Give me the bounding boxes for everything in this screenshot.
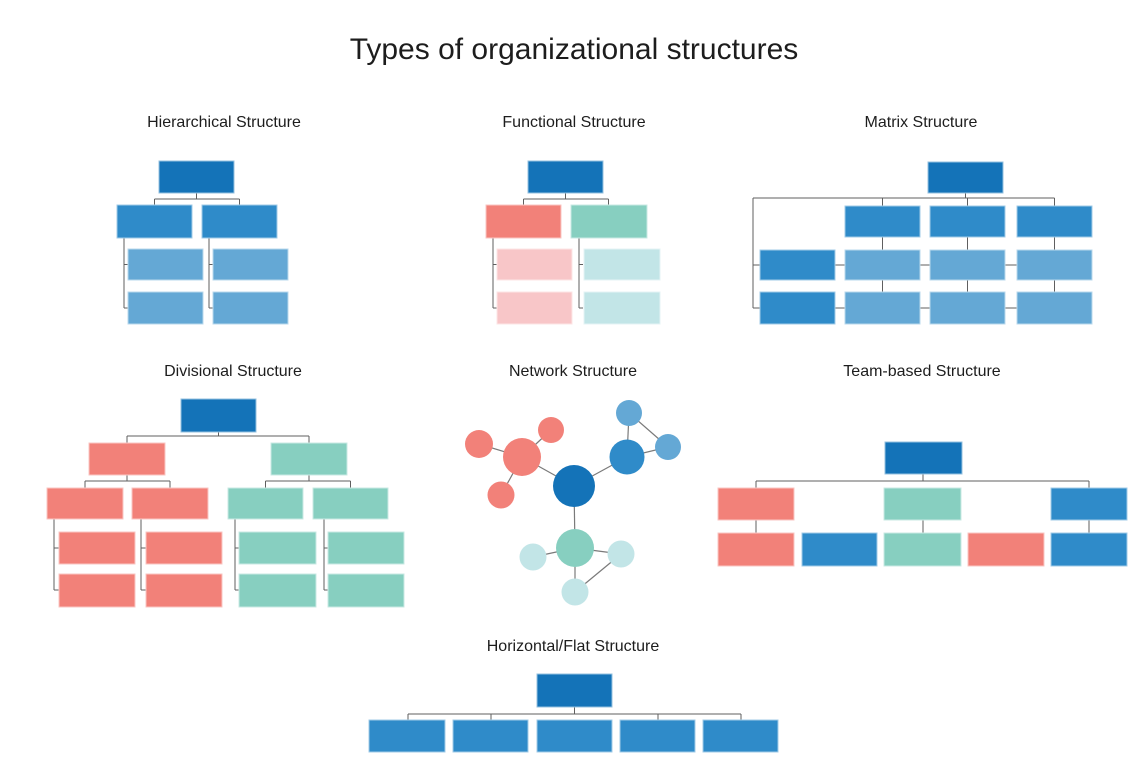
matrix-box [1016,291,1093,325]
hierarchical-diagram [116,160,289,325]
divisional-box [145,531,223,565]
divisional-box [131,487,209,520]
hierarchical-box [212,248,289,281]
flat-box [368,719,446,753]
hierarchical-box [201,204,278,239]
network-node [503,438,541,476]
divisional-box [238,531,317,565]
flat-box [619,719,696,753]
section-title-network: Network Structure [508,363,638,380]
matrix-box [927,161,1004,194]
flat-box [702,719,779,753]
section-title-team: Team-based Structure [843,363,1001,380]
divisional-box [58,531,136,565]
network-node [553,465,595,507]
network-diagram [465,400,681,606]
network-node [607,540,635,568]
hierarchical-box [158,160,235,194]
divisional-diagram [46,398,405,608]
flat-diagram [368,673,779,753]
team-box [883,532,962,567]
matrix-box [759,291,836,325]
divisional-box [270,442,348,476]
functional-box [527,160,604,194]
functional-box [485,204,562,239]
network-node [561,578,589,606]
hierarchical-box [127,291,204,325]
network-node [487,481,515,509]
network-node [465,430,493,458]
team-box [1050,487,1128,521]
hierarchical-box [116,204,193,239]
flat-box [452,719,529,753]
section-title-functional: Functional Structure [502,114,646,131]
matrix-box [844,205,921,238]
network-node [538,417,564,443]
team-box [883,487,962,521]
section-title-divisional: Divisional Structure [164,363,302,380]
team-box [801,532,878,567]
functional-diagram [485,160,661,325]
divisional-box [58,573,136,608]
functional-box [496,248,573,281]
matrix-box [1016,249,1093,281]
matrix-box [929,249,1006,281]
section-title-flat: Horizontal/Flat Structure [486,638,660,655]
section-title-matrix: Matrix Structure [864,114,978,131]
matrix-box [929,291,1006,325]
network-node [556,529,594,567]
functional-box [583,248,661,281]
matrix-box [1016,205,1093,238]
hierarchical-box [127,248,204,281]
page-title: Types of organizational structures [349,33,799,66]
team-box [717,532,795,567]
matrix-box [844,291,921,325]
divisional-box [46,487,124,520]
matrix-box [759,249,836,281]
functional-box [570,204,648,239]
divisional-box [88,442,166,476]
team-box [884,441,963,475]
network-node [519,543,547,571]
section-title-hierarchical: Hierarchical Structure [147,114,301,131]
matrix-box [929,205,1006,238]
network-node [616,400,642,426]
team-box [1050,532,1128,567]
hierarchical-box [212,291,289,325]
divisional-box [145,573,223,608]
divisional-box [180,398,257,433]
team-box [967,532,1045,567]
flat-box [536,719,613,753]
matrix-box [844,249,921,281]
flat-box [536,673,613,708]
functional-box [496,291,573,325]
network-node [655,434,681,460]
divisional-box [327,573,405,608]
divisional-box [312,487,389,520]
network-node [609,439,645,475]
functional-box [583,291,661,325]
team-diagram [717,441,1128,567]
divisional-box [327,531,405,565]
divisional-box [227,487,304,520]
divisional-box [238,573,317,608]
matrix-diagram [752,161,1093,325]
team-box [717,487,795,521]
